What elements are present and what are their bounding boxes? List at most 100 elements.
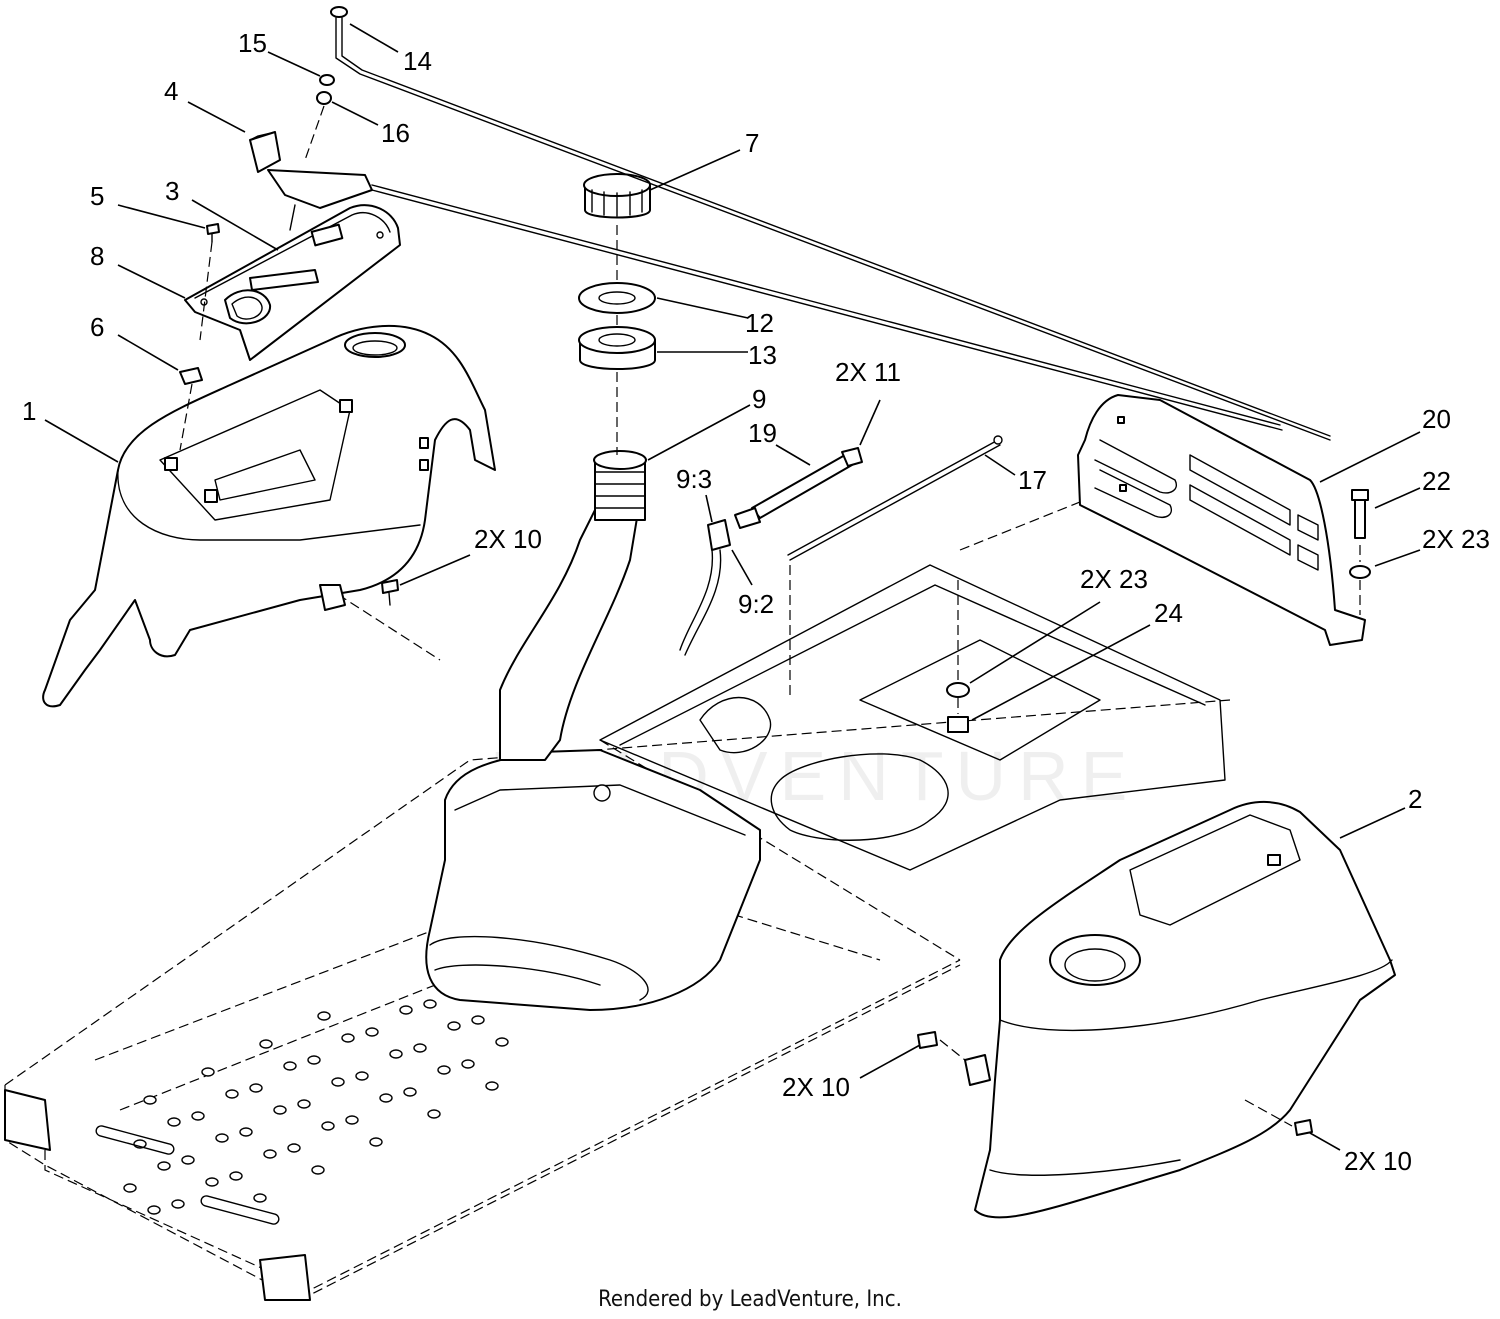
callout-5: 5 bbox=[90, 181, 104, 211]
floor-pan-hole bbox=[437, 1065, 451, 1075]
screw-10-right-a bbox=[917, 1031, 938, 1049]
gasket-12 bbox=[578, 282, 656, 314]
nut-6 bbox=[179, 367, 203, 385]
lever-rod-14 bbox=[330, 6, 1331, 441]
leader-2x10-a bbox=[399, 554, 471, 586]
leader-19 bbox=[775, 444, 811, 466]
leader-2x23-a bbox=[1374, 549, 1421, 567]
floor-pan-hole bbox=[263, 1149, 277, 1159]
left-fender-cover bbox=[42, 325, 496, 708]
callout-6: 6 bbox=[90, 312, 104, 342]
floor-pan-hole bbox=[123, 1183, 137, 1193]
callout-19: 19 bbox=[748, 418, 777, 448]
floor-pan-hole bbox=[283, 1061, 297, 1071]
leader-9-3 bbox=[705, 494, 713, 523]
callout-3: 3 bbox=[165, 176, 179, 206]
washer-15 bbox=[319, 74, 335, 86]
fuel-sender bbox=[679, 519, 731, 656]
fuel-cap bbox=[583, 173, 651, 219]
floor-pan-hole bbox=[379, 1093, 393, 1103]
floor-pan-holes bbox=[95, 999, 509, 1225]
callout-1: 1 bbox=[22, 396, 36, 426]
rod-17 bbox=[787, 435, 1003, 561]
leader-15 bbox=[267, 51, 321, 77]
floor-pan-hole bbox=[447, 1021, 461, 1031]
leader-9-2 bbox=[731, 549, 753, 586]
callout-15: 15 bbox=[238, 28, 267, 58]
leader-8 bbox=[117, 264, 186, 299]
right-fender-cover bbox=[964, 800, 1396, 1219]
screw-10-centerlines bbox=[939, 1039, 1293, 1127]
leader-2x23-b bbox=[969, 601, 1101, 684]
floor-pan-hole bbox=[369, 1137, 383, 1147]
callout-14: 14 bbox=[403, 46, 432, 76]
leader-4 bbox=[187, 101, 246, 133]
callout-2: 2 bbox=[1408, 784, 1422, 814]
floor-pan-hole bbox=[253, 1193, 267, 1203]
floor-pan-hole bbox=[259, 1039, 273, 1049]
filler-neck bbox=[593, 450, 647, 521]
callout-9-2: 9:2 bbox=[738, 589, 774, 619]
floor-pan-hole bbox=[403, 1087, 417, 1097]
leader-2x11 bbox=[859, 399, 881, 446]
floor-pan-hole bbox=[297, 1099, 311, 1109]
floor-pan-hole bbox=[273, 1105, 287, 1115]
leader-2x10-c bbox=[1309, 1132, 1341, 1151]
lever-centerline bbox=[304, 105, 325, 161]
nut-24 bbox=[947, 716, 969, 733]
floor-pan-hole bbox=[471, 1015, 485, 1025]
floor-pan-hole bbox=[147, 1205, 161, 1215]
callout-2x23-b: 2X 23 bbox=[1080, 564, 1148, 594]
leader-1 bbox=[44, 419, 119, 463]
floor-pan-hole bbox=[239, 1127, 253, 1137]
screw-5-centerline bbox=[179, 241, 213, 451]
bolt-22 bbox=[1351, 489, 1369, 539]
floor-pan-hole bbox=[461, 1059, 475, 1069]
leader-3 bbox=[191, 199, 279, 251]
nut-16 bbox=[316, 91, 332, 105]
leader-12 bbox=[656, 297, 749, 319]
leader-2 bbox=[1339, 807, 1406, 839]
floor-pan-hole bbox=[389, 1049, 403, 1059]
leader-20 bbox=[1319, 431, 1421, 483]
lever-knob-4 bbox=[249, 131, 281, 173]
floor-pan-hole bbox=[341, 1033, 355, 1043]
callout-2x10-c: 2X 10 bbox=[1344, 1146, 1412, 1176]
leader-9 bbox=[647, 404, 751, 461]
floor-pan-hole bbox=[423, 999, 437, 1009]
floor-pan-hole bbox=[355, 1071, 369, 1081]
washer-23-center bbox=[946, 682, 970, 698]
floor-pan-hole bbox=[427, 1109, 441, 1119]
callout-2x23-a: 2X 23 bbox=[1422, 524, 1490, 554]
floor-pan-hole bbox=[317, 1011, 331, 1021]
floor-pan-hole bbox=[413, 1043, 427, 1053]
floor-pan-hole bbox=[201, 1067, 215, 1077]
callout-9-3: 9:3 bbox=[676, 464, 712, 494]
leader-5 bbox=[117, 204, 206, 229]
floor-pan-hole bbox=[205, 1177, 219, 1187]
floor-pan-hole bbox=[167, 1117, 181, 1127]
screw-10-left bbox=[381, 579, 399, 606]
callout-20: 20 bbox=[1422, 404, 1451, 434]
callout-4: 4 bbox=[164, 76, 178, 106]
callout-12: 12 bbox=[745, 308, 774, 338]
floor-pan-hole bbox=[157, 1161, 171, 1171]
control-panel-plate bbox=[184, 204, 401, 361]
callout-16: 16 bbox=[381, 118, 410, 148]
callout-9: 9 bbox=[752, 384, 766, 414]
leader-7 bbox=[649, 149, 741, 191]
leader-17 bbox=[984, 454, 1016, 476]
callout-2x10-b: 2X 10 bbox=[782, 1072, 850, 1102]
leader-6 bbox=[117, 334, 179, 371]
leader-16 bbox=[331, 101, 379, 126]
leader-2x10-b bbox=[859, 1044, 921, 1079]
screw-10-right-b bbox=[1294, 1119, 1313, 1136]
callout-17: 17 bbox=[1018, 465, 1047, 495]
floor-pan-hole bbox=[143, 1095, 157, 1105]
fuel-tank bbox=[425, 499, 761, 1011]
rear-bracket-20 bbox=[1077, 394, 1366, 646]
leader-24 bbox=[971, 624, 1151, 721]
floor-pan-hole bbox=[495, 1037, 509, 1047]
floor-pan-hole bbox=[229, 1171, 243, 1181]
floor-pan-hole bbox=[307, 1055, 321, 1065]
